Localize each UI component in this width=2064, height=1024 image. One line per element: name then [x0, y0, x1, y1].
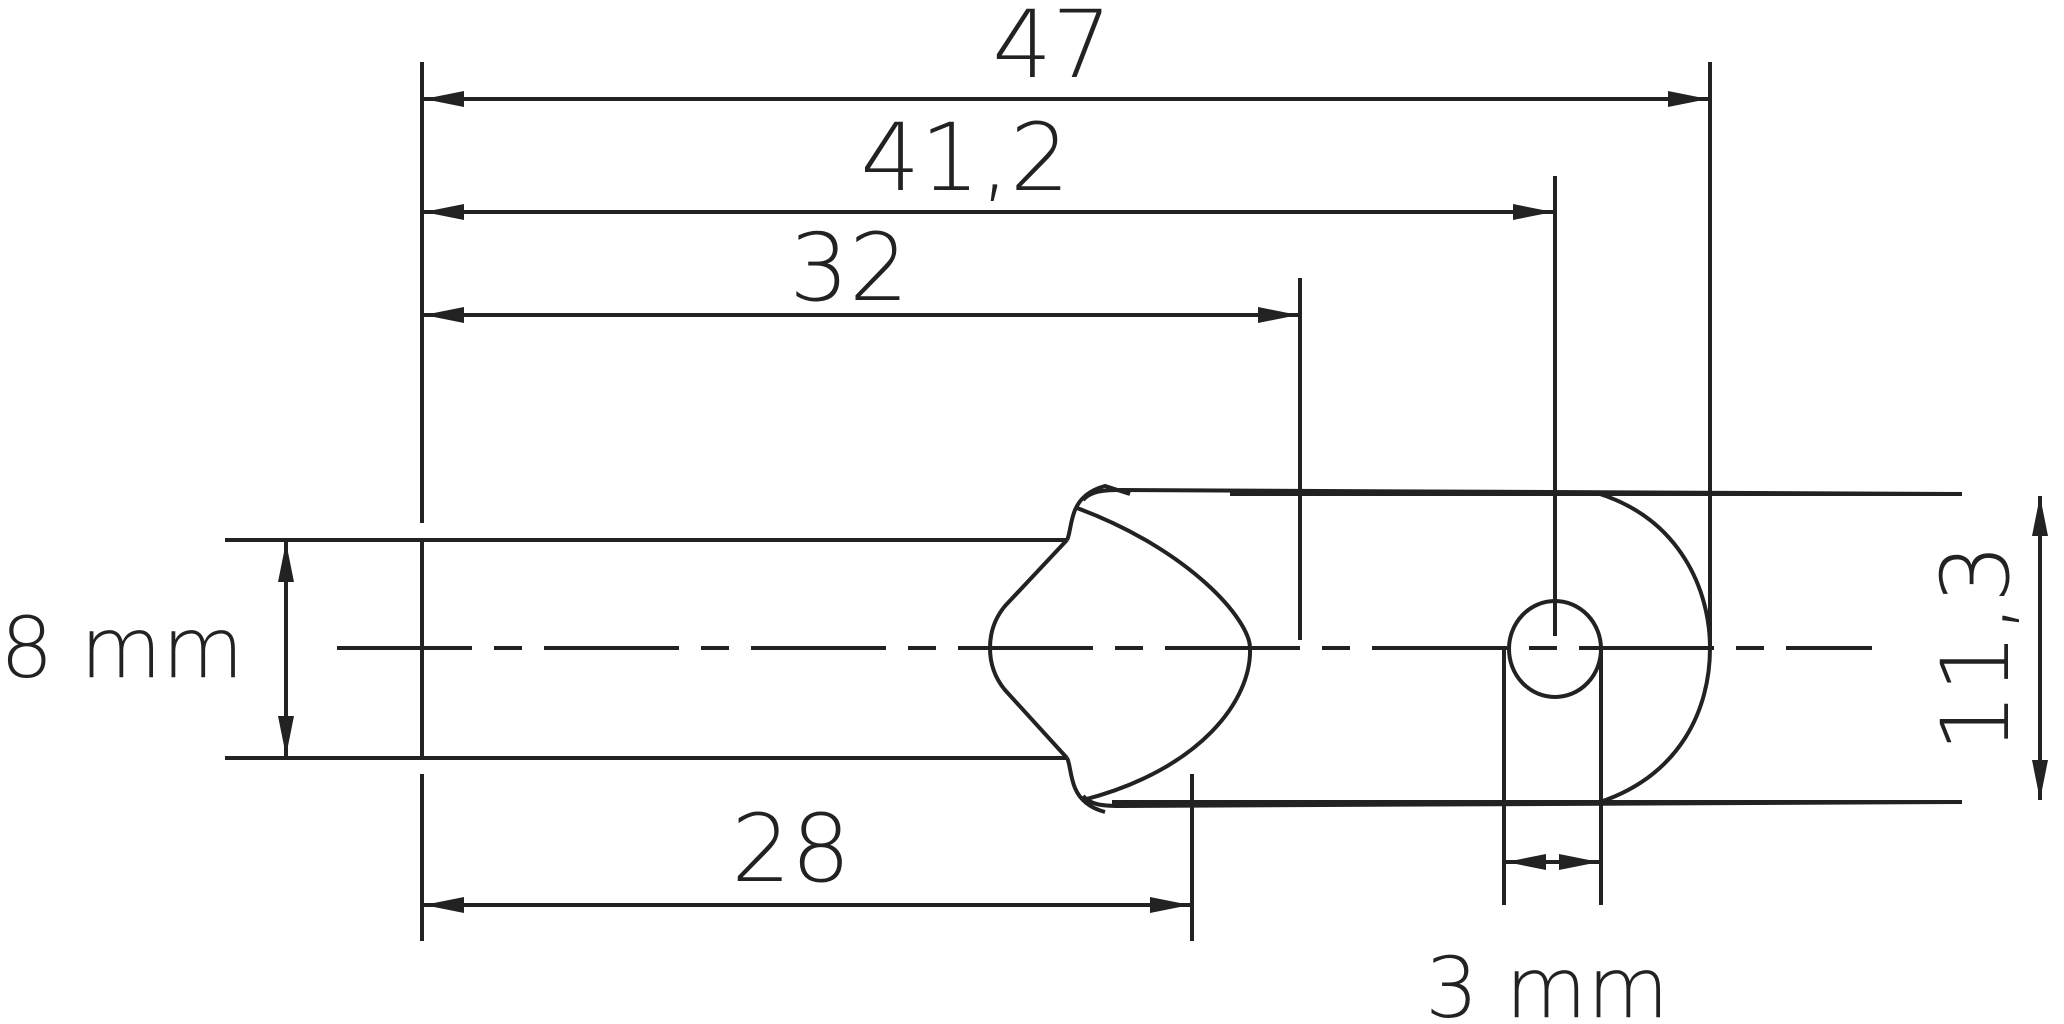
head-body	[1081, 487, 1963, 809]
label-47: 47	[992, 0, 1112, 100]
label-3mm: 3 mm	[1425, 939, 1669, 1024]
label-32: 32	[789, 214, 909, 323]
label-8mm: 8 mm	[0, 599, 244, 697]
label-28: 28	[731, 795, 851, 904]
label-41-2: 41,2	[860, 104, 1069, 213]
label-11-3: 11,3	[1922, 543, 2031, 752]
